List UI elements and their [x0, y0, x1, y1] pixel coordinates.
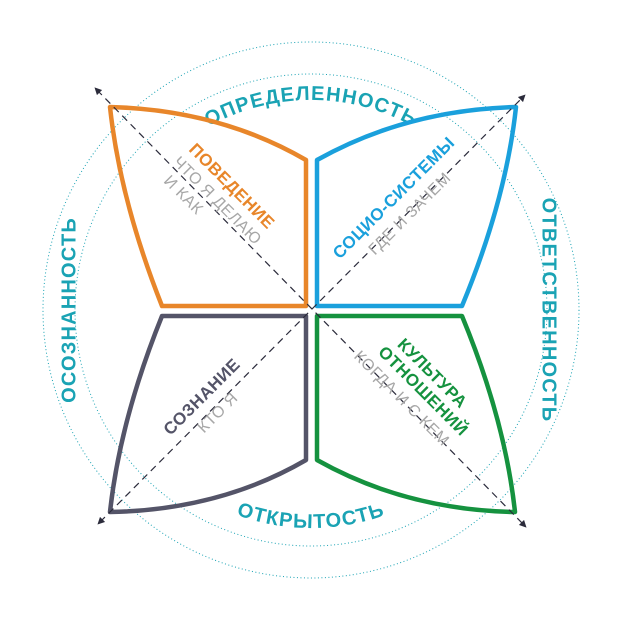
- socio-systems-title: СОЦИО-СИСТЕМЫ: [329, 133, 458, 262]
- axis-diagonal-anti: [94, 87, 527, 528]
- ring-label-right: ОТВЕТСТВЕННОСТЬ: [538, 198, 560, 423]
- ring-label-top: ОПРЕДЕЛЕННОСТЬ: [201, 83, 421, 131]
- socio-systems-text-group: СОЦИО-СИСТЕМЫ ГДЕ И ЗАЧЕМ: [329, 133, 458, 262]
- behavior-text-group: ПОВЕДЕНИЕ ЧТО Я ДЕЛАЮ И КАК: [160, 140, 278, 249]
- ring-label-bottom: ОТКРЫТОСТЬ: [235, 499, 388, 533]
- consciousness-text-group: СОЗНАНИЕ КТО Я: [160, 355, 244, 439]
- outer-dotted-ring: [42, 41, 580, 579]
- inner-dotted-ring: [74, 73, 548, 547]
- axis-diagonal-main: [97, 94, 526, 525]
- ring-label-left: ОСОЗНАННОСТЬ: [58, 217, 80, 403]
- petal-behavior: [107, 104, 309, 309]
- relationship-culture-text-group: КУЛЬТУРА ОТНОШЕНИЙ КОГДА И С КЕМ: [350, 335, 472, 450]
